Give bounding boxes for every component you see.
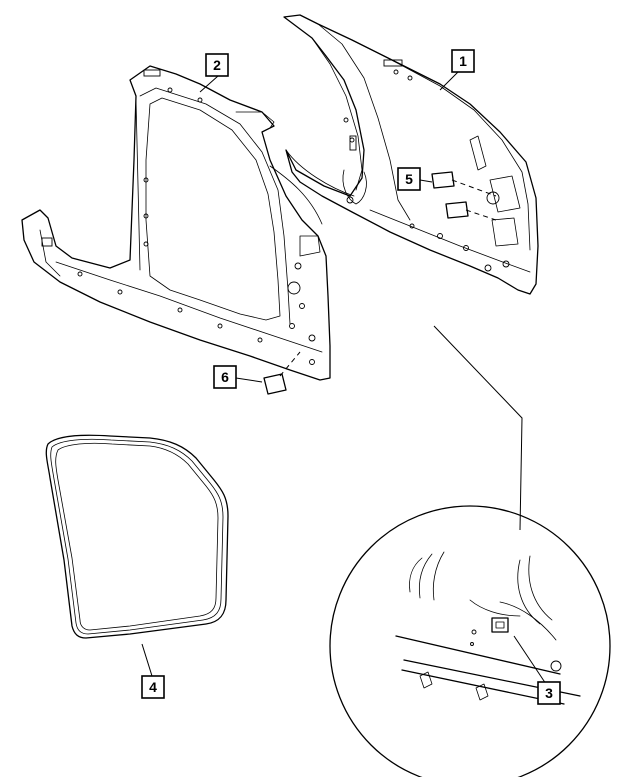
plug-inner-frame xyxy=(263,351,301,395)
callout-1-label: 1 xyxy=(459,53,467,69)
leader-4 xyxy=(141,643,153,677)
body-side-panel-outer xyxy=(283,14,539,295)
callout-5[interactable]: 5 xyxy=(397,167,421,191)
plugs-outer-panel xyxy=(431,171,497,221)
door-weatherstrip-seal xyxy=(45,434,229,639)
callout-4-label: 4 xyxy=(149,679,157,695)
callout-5-label: 5 xyxy=(405,171,413,187)
callout-1[interactable]: 1 xyxy=(451,49,475,73)
callout-4[interactable]: 4 xyxy=(141,675,165,699)
leader-6 xyxy=(235,377,263,383)
body-side-frame-inner xyxy=(21,65,331,381)
leader-5 xyxy=(419,179,433,183)
leader-1 xyxy=(439,71,459,91)
callout-3-label: 3 xyxy=(545,685,553,701)
callout-6-label: 6 xyxy=(221,369,229,385)
detail-view-circle xyxy=(329,505,611,777)
callout-2[interactable]: 2 xyxy=(205,53,229,77)
detail-leader-line xyxy=(433,325,523,531)
callout-6[interactable]: 6 xyxy=(213,365,237,389)
leader-3 xyxy=(513,635,547,685)
callout-3[interactable]: 3 xyxy=(537,681,561,705)
leader-2 xyxy=(199,75,219,93)
callout-2-label: 2 xyxy=(213,57,221,73)
